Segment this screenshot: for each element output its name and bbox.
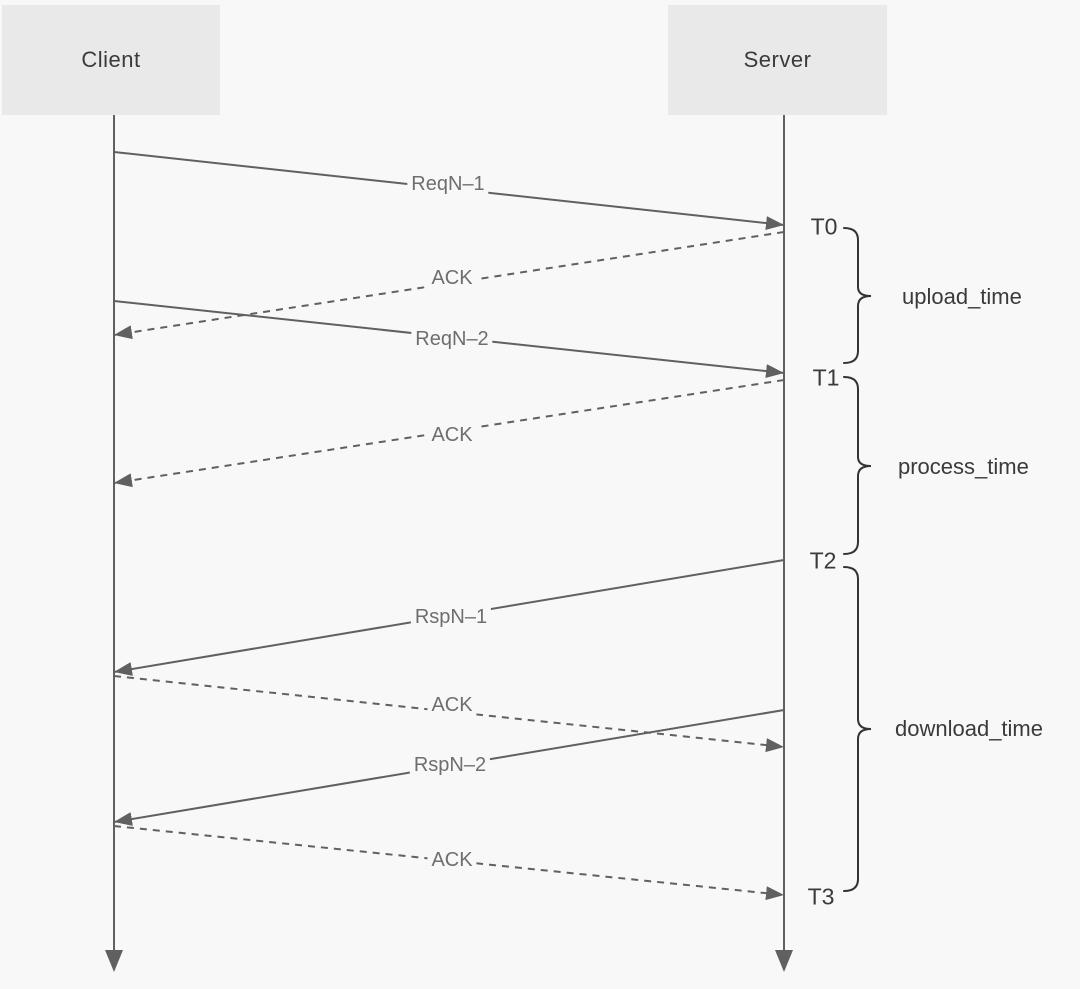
message-label-reqn1: ReqN–1	[407, 173, 489, 195]
message-line-ack4	[113, 825, 785, 901]
download-time-brace	[843, 566, 872, 892]
message-label-rspn1: RspN–1	[410, 606, 492, 628]
message-label-ack1: ACK	[427, 267, 477, 289]
message-label-rspn2: RspN–2	[409, 754, 491, 776]
actor-box-server: Server	[668, 5, 887, 115]
message-label-reqn2: ReqN–2	[411, 328, 493, 350]
message-label-ack2: ACK	[427, 424, 477, 446]
server-lifeline-arrow-icon	[775, 950, 793, 972]
message-label-ack3: ACK	[427, 694, 477, 716]
actor-label-server: Server	[743, 47, 812, 72]
time-marker-t1: T1	[812, 364, 840, 391]
upload-time-brace	[843, 227, 872, 364]
actor-label-client: Client	[81, 47, 141, 72]
client-lifeline-arrow-icon	[105, 950, 123, 972]
time-marker-t2: T2	[809, 547, 837, 574]
process-time-brace	[843, 376, 872, 555]
interval-label-upload-time: upload_time	[902, 284, 1022, 309]
actor-box-client: Client	[2, 5, 220, 115]
time-marker-t3: T3	[807, 883, 835, 910]
interval-label-process-time: process_time	[898, 454, 1029, 479]
message-label-ack4: ACK	[427, 849, 477, 871]
message-line-ack3	[113, 675, 785, 753]
interval-label-download-time: download_time	[895, 716, 1043, 741]
time-marker-t0: T0	[810, 213, 838, 240]
